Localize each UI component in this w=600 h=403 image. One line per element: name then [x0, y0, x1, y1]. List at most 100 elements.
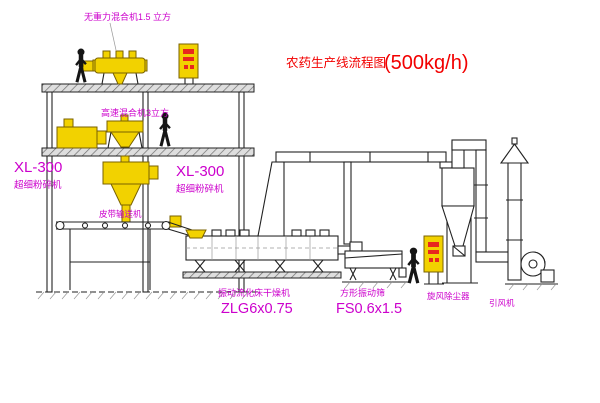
pulverizer2-motor [148, 165, 159, 180]
belt-roller [81, 222, 89, 229]
pulverizer2-downpipe [120, 155, 130, 163]
ground-hatch [37, 291, 249, 300]
screen-deck [344, 253, 403, 259]
pulverizer-body [56, 126, 98, 149]
label-dryer-name: 振动流化床干燥机 [218, 287, 290, 298]
label-mill1-model: XL-300 [14, 159, 62, 176]
floor-beam-mid [41, 147, 255, 157]
gravity-free-mixer [82, 50, 148, 85]
panel-display [183, 49, 194, 54]
belt-roller [144, 222, 152, 229]
exhaust-duct [257, 151, 447, 245]
duct-flanges [309, 152, 429, 162]
exhaust-stack [499, 137, 530, 281]
operator-figure-right [408, 248, 418, 283]
fan-base-hatch [508, 283, 557, 291]
cyclone-inlet [439, 161, 453, 169]
vibrating-screen [342, 241, 410, 289]
downcomer-pipe [475, 149, 487, 253]
fan-volute [532, 251, 546, 265]
screen-discharge [398, 267, 407, 278]
panel-display [428, 250, 439, 254]
control-panel-lower [423, 235, 444, 285]
mixer-nozzle [102, 50, 111, 59]
label-mill1-name: 超细粉碎机 [14, 179, 62, 191]
screen-springs [349, 267, 397, 281]
stack-cap-peak [511, 137, 518, 145]
belt-conveyor [55, 215, 193, 290]
dryer-nozzle [239, 229, 250, 237]
label-screen-name: 方形振动筛 [340, 287, 385, 298]
label-mill2-model: XL-300 [176, 163, 224, 180]
dryer-nozzle [291, 229, 302, 237]
label-belt-conveyor: 皮带输送机 [99, 209, 142, 219]
cyclone-cylinder [441, 167, 475, 207]
panel-stand [181, 77, 197, 84]
label-hs-mixer: 高速混合机3立方 [101, 107, 169, 118]
fan-motor [540, 269, 555, 283]
belt-pulley [55, 220, 65, 231]
building-frame [36, 83, 258, 300]
hs-mixer-cone [110, 131, 140, 148]
label-dryer-model: ZLG6x0.75 [221, 301, 293, 317]
hs-mixer-body [106, 120, 144, 133]
screen-inlet [349, 241, 363, 252]
duct-riser-screen [343, 161, 352, 245]
panel-button [184, 65, 188, 69]
diagram-title: 农药生产线流程图 [286, 55, 386, 70]
conveyor-motor [169, 215, 182, 228]
panel-display [428, 242, 439, 247]
belt-roller [121, 222, 129, 229]
dryer-nozzle [319, 229, 330, 237]
dryer-nozzle [305, 229, 316, 237]
label-gravity-mixer: 无重力混合机1.5 立方 [84, 11, 171, 22]
hs-mixer-legs [107, 131, 143, 149]
dryer-base [182, 271, 342, 279]
cyclone-airlock-mark [452, 245, 466, 257]
stack-flanges [506, 199, 523, 241]
label-cyclone: 旋风除尘器 [427, 291, 470, 301]
induced-draft-fan [505, 251, 558, 291]
mixer-nozzle [115, 50, 124, 59]
dryer-flanges [211, 236, 311, 260]
fluid-bed-dryer [182, 229, 353, 279]
cyclone-dust-collector [439, 139, 517, 284]
panel-display [183, 57, 194, 61]
duct-riser-main [257, 161, 285, 237]
pulverizer-1 [56, 118, 107, 149]
feed-chute [167, 221, 193, 236]
stack-pipe [507, 161, 522, 281]
screen-body [344, 250, 403, 269]
mixer-legs [101, 72, 139, 85]
pulverizer2-body [102, 161, 150, 185]
column-left [46, 91, 53, 293]
dryer-nozzle [211, 229, 222, 237]
panel-button [435, 258, 439, 262]
cyclone-top-elbow [451, 139, 487, 151]
panel-stand [424, 272, 444, 285]
screen-base-hatch [344, 281, 407, 289]
mixer-body [94, 57, 146, 74]
mixer-discharge-cone [112, 72, 128, 85]
labels-layer: 无重力混合机1.5 立方 农药生产线流程图 (500kg/h) 高速混合机3立方… [14, 11, 515, 317]
pulverizer-inlet [63, 118, 74, 128]
label-fan: 引风机 [489, 298, 515, 308]
dryer-nozzle [225, 229, 236, 237]
control-panel-upper [178, 43, 199, 84]
fan-hub [528, 259, 538, 269]
label-screen-model: FS0.6x1.5 [336, 301, 402, 317]
dryer-springs [194, 259, 324, 273]
label-mill2-name: 超细粉碎机 [176, 183, 224, 195]
belt-lines [56, 221, 170, 230]
downcomer-flanges [474, 184, 488, 219]
diagram-capacity: (500kg/h) [384, 52, 469, 74]
conveyor-legs [69, 229, 151, 290]
belt-roller [101, 222, 109, 229]
dryer-inlet-hopper [185, 229, 207, 239]
floor-beam-top [41, 83, 255, 93]
high-speed-mixer [106, 114, 144, 149]
pulverizer-2 [102, 155, 159, 223]
leader-line [109, 22, 117, 51]
